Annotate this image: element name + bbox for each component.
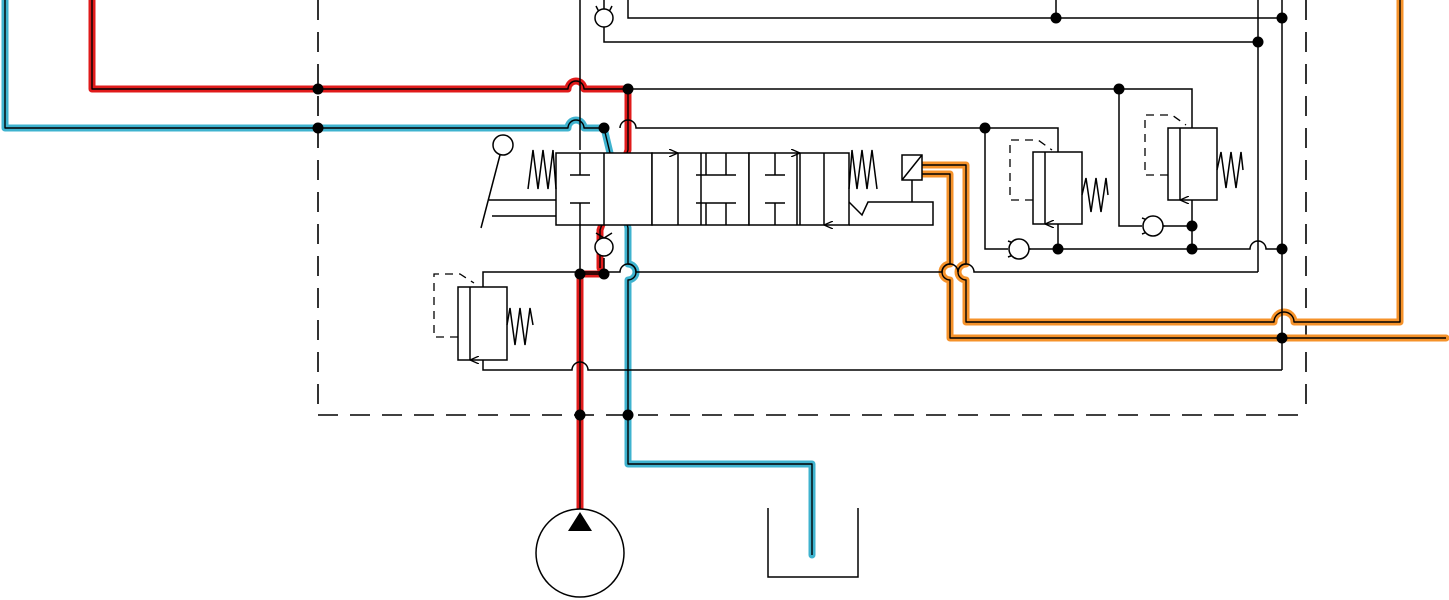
relief-valve-main	[433, 273, 534, 360]
check-valve-center	[594, 232, 614, 257]
pressure-valve-2	[1144, 114, 1244, 200]
pump	[535, 508, 625, 598]
valve-return-spring-left	[527, 149, 557, 190]
directional-control-valve	[555, 153, 850, 225]
reservoir	[767, 508, 859, 578]
pressure-valve-1	[1009, 139, 1109, 224]
pressure-line-highlight	[88, 0, 632, 516]
solenoid-actuator	[901, 154, 923, 181]
junction-dots	[312, 12, 1288, 421]
check-valve-right-1	[1007, 238, 1033, 260]
check-valve-top	[594, 5, 614, 28]
enclosure-boundary	[317, 0, 1307, 416]
lever-actuator	[480, 134, 556, 229]
valve-return-spring-right	[848, 149, 878, 190]
highlight-centerlines	[4, 0, 1446, 555]
return-line-highlight	[1, 0, 816, 559]
check-valve-right-2	[1141, 215, 1167, 237]
